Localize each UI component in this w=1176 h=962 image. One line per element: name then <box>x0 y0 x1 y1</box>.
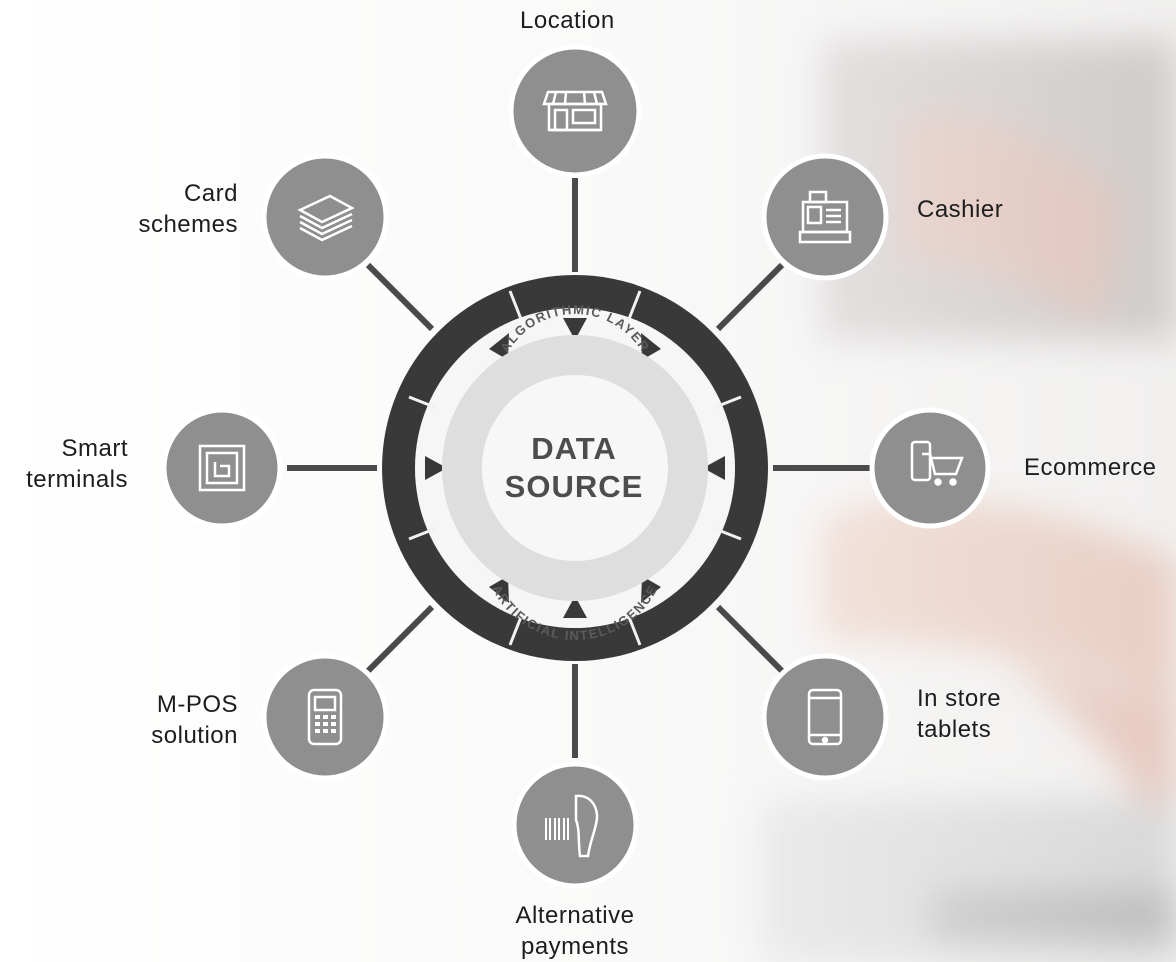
center-title-line2: SOURCE <box>504 469 644 504</box>
connector-mpos <box>365 604 435 674</box>
label-card-schemes: Card schemes <box>138 180 238 238</box>
label-alternative-payments: Alternative payments <box>515 902 635 960</box>
label-in-store-tablets: In store tablets <box>917 685 1002 743</box>
connector-card-schemes <box>365 262 435 332</box>
inner-band: ALGORITHMIC LAYER ARTIFICIAL INTELLIGENC… <box>442 302 708 643</box>
label-cashier: Cashier <box>917 196 1004 223</box>
connectors <box>287 178 870 758</box>
node-card-schemes[interactable] <box>261 153 389 281</box>
node-cashier[interactable] <box>761 153 889 281</box>
label-mpos: M-POS solution <box>151 691 238 749</box>
barcode-scanner-icon <box>545 794 599 858</box>
nfc-chip-icon <box>198 444 246 492</box>
connector-in-store-tablets <box>715 604 785 674</box>
node-smart-terminals[interactable] <box>161 407 283 529</box>
center-title: DATA SOURCE <box>474 430 674 506</box>
pos-terminal-icon <box>307 688 343 746</box>
node-location[interactable] <box>508 44 642 178</box>
label-smart-terminals: Smart terminals <box>26 435 128 493</box>
storefront-icon <box>542 90 608 132</box>
node-in-store-tablets[interactable] <box>761 653 889 781</box>
tablet-icon <box>807 688 843 746</box>
cash-register-icon <box>798 190 852 244</box>
node-alternative-payments[interactable] <box>511 761 639 889</box>
label-ecommerce: Ecommerce <box>1024 454 1157 481</box>
card-stack-icon <box>297 194 355 242</box>
center-title-line1: DATA <box>531 431 617 466</box>
label-location: Location <box>520 7 615 34</box>
mobile-shopping-cart-icon <box>910 440 964 486</box>
node-mpos[interactable] <box>261 653 389 781</box>
connector-cashier <box>715 262 785 332</box>
node-ecommerce[interactable] <box>869 407 991 529</box>
